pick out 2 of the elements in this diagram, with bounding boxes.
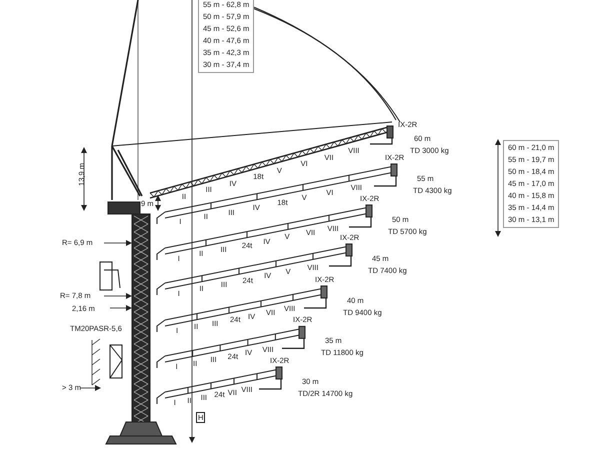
radius-table xyxy=(198,0,254,73)
radius-table xyxy=(503,140,560,228)
